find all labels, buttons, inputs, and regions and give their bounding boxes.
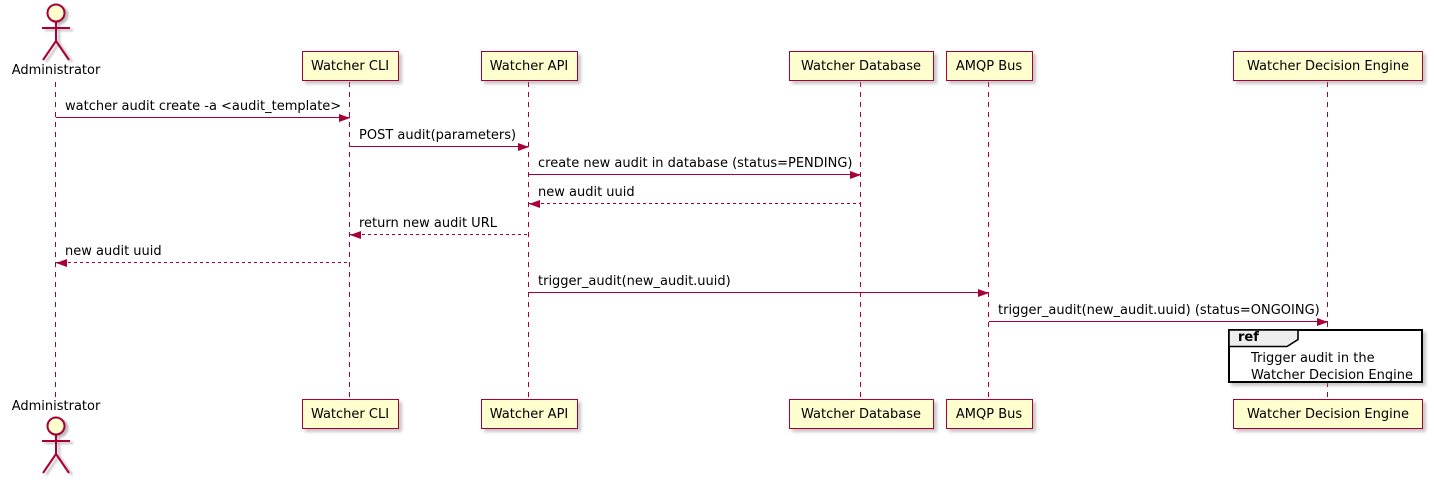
ref-body: Trigger audit in the Watcher Decision En… [1230, 331, 1421, 384]
participant-box-watcher-cli: Watcher CLI [301, 51, 399, 81]
message-label: new audit uuid [538, 185, 635, 200]
message-arrowhead [339, 113, 350, 122]
message-arrowhead [518, 142, 529, 151]
ref-text-line: Trigger audit in the [1251, 351, 1375, 366]
message-label: trigger_audit(new_audit.uuid) (status=ON… [998, 303, 1320, 318]
message-line [350, 146, 529, 147]
message-arrowhead [350, 230, 361, 239]
lifeline-watcher-api [528, 82, 529, 399]
message-line [529, 203, 861, 204]
participant-box-watcher-decision-engine: Watcher Decision Engine [1233, 399, 1423, 429]
participant-box-amqp-bus: AMQP Bus [945, 399, 1033, 429]
participant-box-amqp-bus: AMQP Bus [945, 51, 1033, 81]
message-arrowhead [978, 288, 989, 297]
participant-box-watcher-database: Watcher Database [788, 399, 934, 429]
ref-tab-shape [1228, 329, 1299, 348]
participant-box-watcher-api: Watcher API [480, 399, 578, 429]
actor-figure-administrator [26, 2, 86, 64]
participant-box-watcher-database: Watcher Database [788, 51, 934, 81]
message-line [56, 262, 350, 263]
participant-box-watcher-api: Watcher API [480, 51, 578, 81]
message-label: new audit uuid [65, 244, 162, 259]
lifeline-watcher-cli [349, 82, 350, 399]
participant-box-watcher-cli: Watcher CLI [301, 399, 399, 429]
ref-keyword: ref [1238, 330, 1259, 345]
message-line [529, 174, 861, 175]
ref-tab: ref [1228, 329, 1300, 348]
participant-box-watcher-decision-engine: Watcher Decision Engine [1233, 51, 1423, 81]
lifeline-watcher-decision-engine [1327, 82, 1328, 399]
message-arrowhead [529, 199, 540, 208]
message-label: watcher audit create -a <audit_template> [65, 99, 342, 114]
lifeline-watcher-database [860, 82, 861, 399]
message-line [529, 292, 989, 293]
message-line [350, 234, 529, 235]
lifeline-administrator [55, 82, 56, 399]
message-label: trigger_audit(new_audit.uuid) [538, 274, 731, 289]
message-label: POST audit(parameters) [359, 128, 517, 143]
ref-text-line: Watcher Decision Engine [1251, 368, 1413, 383]
message-arrowhead [56, 258, 67, 267]
actor-label-administrator: Administrator [11, 399, 101, 414]
message-arrowhead [1317, 317, 1328, 326]
message-label: return new audit URL [359, 216, 497, 231]
ref-fragment: ref Trigger audit in the Watcher Decisio… [1228, 329, 1423, 383]
message-label: create new audit in database (status=PEN… [538, 156, 853, 171]
lifeline-amqp-bus [988, 82, 989, 399]
message-line [989, 321, 1328, 322]
actor-figure-administrator [26, 415, 86, 477]
message-line [56, 117, 350, 118]
actor-label-administrator: Administrator [11, 63, 101, 78]
message-arrowhead [850, 170, 861, 179]
